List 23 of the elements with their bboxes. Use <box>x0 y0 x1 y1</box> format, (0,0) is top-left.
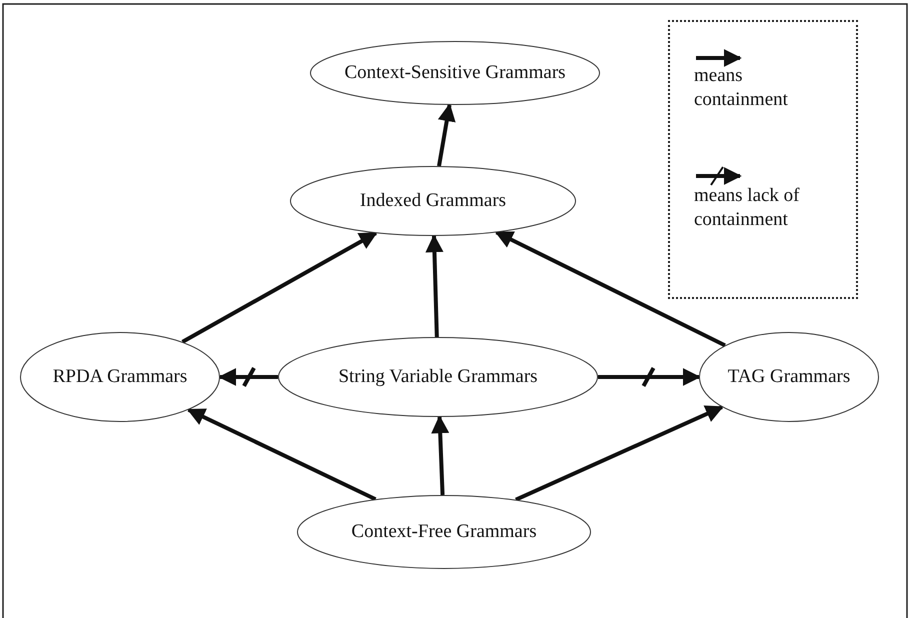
node-label: Context-Sensitive Grammars <box>343 62 567 84</box>
arrow <box>515 405 724 502</box>
grammar-ellipse <box>699 332 879 422</box>
node-label: Context-Free Grammars <box>350 521 538 543</box>
arrow <box>182 231 378 344</box>
node-label: Indexed Grammars <box>358 190 508 212</box>
arrow <box>596 366 701 388</box>
arrow <box>437 103 456 166</box>
grammar-ellipse <box>297 495 591 569</box>
grammar-ellipse <box>20 332 220 422</box>
legend-text: means lack of containment <box>694 184 801 232</box>
arrow <box>186 408 376 502</box>
arrow <box>425 234 444 338</box>
arrow <box>494 230 726 348</box>
arrow <box>218 366 280 388</box>
grammar-ellipse <box>278 337 598 417</box>
grammar-ellipse <box>310 41 600 105</box>
node-label: String Variable Grammars <box>337 366 539 388</box>
grammar-ellipse <box>290 166 576 236</box>
arrow <box>431 415 450 496</box>
legend-text: means containment <box>694 64 789 112</box>
node-label: RPDA Grammars <box>52 366 188 388</box>
node-label: TAG Grammars <box>726 366 852 388</box>
